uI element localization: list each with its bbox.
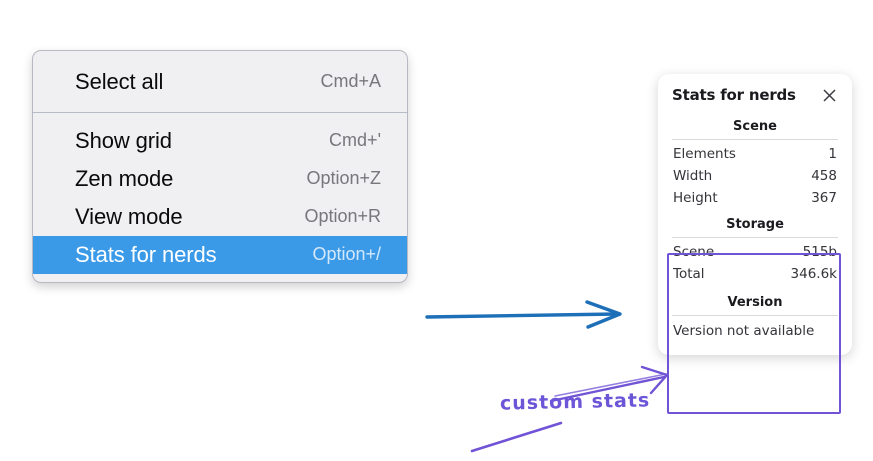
stat-value: 1	[828, 146, 837, 162]
menu-item-label: Show grid	[75, 127, 172, 153]
close-icon[interactable]	[821, 87, 838, 104]
menu-group-2: Show grid Cmd+' Zen mode Option+Z View m…	[33, 113, 407, 282]
table-row: Elements 1	[672, 143, 838, 165]
stat-label: Elements	[673, 146, 736, 162]
stats-section-scene: Scene Elements 1 Width 458 Height 367	[672, 118, 838, 209]
stat-label: Scene	[673, 244, 715, 260]
menu-item-show-grid[interactable]: Show grid Cmd+'	[33, 122, 407, 160]
blue-arrow	[425, 300, 622, 329]
stat-value: 458	[811, 168, 837, 184]
table-row: Scene 515b	[672, 241, 838, 263]
table-row: Height 367	[672, 187, 838, 209]
menu-item-label: Zen mode	[75, 165, 174, 191]
menu-group-1: Select all Cmd+A	[33, 51, 407, 112]
section-divider	[672, 139, 838, 140]
menu-item-shortcut: Option+R	[304, 206, 381, 226]
section-title: Scene	[733, 119, 777, 134]
menu-item-label: Stats for nerds	[75, 241, 217, 267]
section-title: Version	[727, 295, 783, 310]
stats-section-version: Version Version not available	[672, 294, 838, 341]
stats-section-storage: Storage Scene 515b Total 346.6k	[672, 216, 838, 285]
menu-separator	[33, 112, 407, 113]
menu-item-stats-for-nerds[interactable]: Stats for nerds Option+/	[33, 236, 407, 274]
panel-header: Stats for nerds	[672, 86, 838, 104]
menu-item-shortcut: Cmd+A	[320, 71, 381, 91]
custom-stats-annotation-label: custom stats	[499, 389, 651, 415]
table-row: Total 346.6k	[672, 263, 838, 285]
section-divider	[672, 315, 838, 316]
context-menu[interactable]: Select all Cmd+A Show grid Cmd+' Zen mod…	[32, 50, 408, 283]
stat-label: Total	[673, 266, 705, 282]
stat-value: 367	[811, 190, 837, 206]
panel-title: Stats for nerds	[672, 86, 796, 104]
menu-item-shortcut: Option+Z	[306, 168, 381, 188]
section-title: Storage	[726, 217, 784, 232]
version-value: Version not available	[673, 323, 815, 339]
stats-for-nerds-panel: Stats for nerds Scene Elements 1 Width 4…	[658, 74, 852, 355]
stat-label: Height	[673, 190, 718, 206]
menu-item-view-mode[interactable]: View mode Option+R	[33, 198, 407, 236]
menu-item-shortcut: Cmd+'	[329, 130, 381, 150]
stat-value: 346.6k	[790, 266, 837, 282]
purple-underline-stroke	[470, 421, 563, 453]
stat-value: 515b	[802, 244, 837, 260]
section-divider	[672, 237, 838, 238]
menu-item-zen-mode[interactable]: Zen mode Option+Z	[33, 160, 407, 198]
menu-item-select-all[interactable]: Select all Cmd+A	[33, 63, 407, 101]
table-row: Width 458	[672, 165, 838, 187]
stat-label: Width	[673, 168, 713, 184]
menu-item-label: Select all	[75, 68, 164, 94]
menu-item-label: View mode	[75, 203, 183, 229]
menu-item-shortcut: Option+/	[312, 244, 381, 264]
